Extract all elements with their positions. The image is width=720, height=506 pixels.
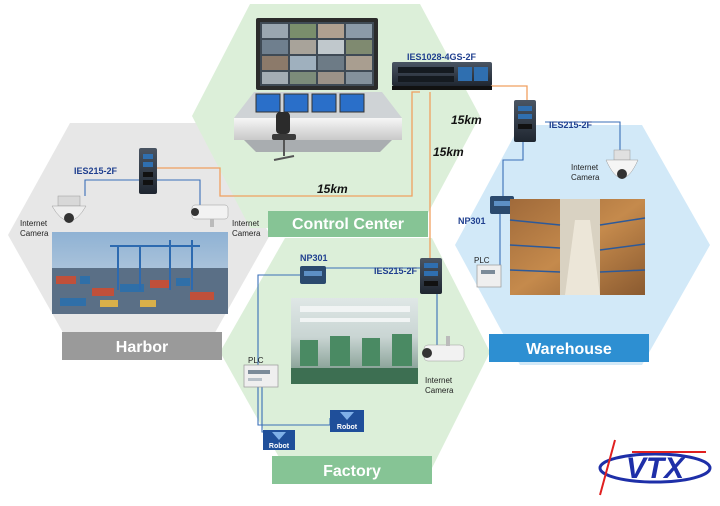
warehouse-cam-label-line2: Camera (571, 173, 600, 182)
factory-cam-label-line1: Internet (425, 376, 453, 385)
harbor-distance-label: 15km (317, 182, 348, 196)
control-center-label: Control Center (292, 216, 404, 233)
robot-1-label: Robot (269, 443, 290, 450)
harbor-photo (52, 232, 228, 314)
core-switch-label: IES1028-4GS-2F (407, 52, 477, 62)
factory-distance-label: 15km (433, 145, 464, 159)
factory-label-bar: Factory (272, 456, 432, 484)
harbor-cam-right-link (148, 179, 201, 205)
warehouse-fiber-link (484, 85, 528, 100)
factory-plc-label: PLC (248, 356, 264, 365)
factory-np301-label: NP301 (300, 253, 328, 263)
factory-switch-ies215 (420, 258, 442, 294)
harbor-cam-left-label-line1: Internet (20, 219, 48, 228)
vtx-logo: VTX (598, 439, 712, 496)
harbor-switch-label: IES215-2F (74, 166, 118, 176)
vtx-logo-text: VTX (626, 452, 686, 485)
warehouse-label-bar: Warehouse (489, 334, 649, 362)
robot-2-label: Robot (337, 424, 358, 431)
video-wall-tiles (262, 24, 372, 84)
warehouse-label: Warehouse (526, 341, 612, 358)
robot-1: Robot (263, 430, 295, 450)
factory-np301-server (300, 266, 326, 284)
warehouse-switch-label: IES215-2F (549, 120, 593, 130)
factory-switch-label: IES215-2F (374, 266, 418, 276)
warehouse-photo (509, 199, 646, 295)
harbor-cam-right-label-line2: Camera (232, 229, 261, 238)
harbor-switch-ies215 (139, 148, 157, 194)
harbor-cam-left-link (84, 179, 140, 196)
warehouse-np301-label: NP301 (458, 216, 486, 226)
warehouse-plc-label: PLC (474, 256, 490, 265)
core-switch-ies1028 (392, 62, 492, 90)
factory-cam-label-line2: Camera (425, 386, 454, 395)
factory-bullet-camera (422, 336, 465, 362)
factory-plc (243, 364, 279, 388)
warehouse-distance-label: 15km (451, 113, 482, 127)
control-room-illustration (234, 18, 402, 161)
harbor-label-bar: Harbor (62, 332, 222, 360)
office-chair (272, 112, 296, 161)
warehouse-dome-camera (605, 149, 639, 179)
warehouse-plc (476, 264, 502, 288)
harbor-label: Harbor (116, 339, 168, 356)
warehouse-switch-ies215 (514, 100, 536, 142)
warehouse-np301-server (490, 196, 514, 214)
console-monitors (255, 93, 365, 113)
factory-plc-link (257, 274, 300, 365)
harbor-cam-right-label-line1: Internet (232, 219, 260, 228)
warehouse-cam-label-line1: Internet (571, 163, 599, 172)
warehouse-np301-link (502, 140, 524, 196)
fiber-links (153, 85, 528, 258)
warehouse-cam-link (545, 121, 621, 150)
harbor-bullet-camera (191, 204, 229, 227)
factory-photo (291, 298, 418, 384)
control-center-label-bar: Control Center (268, 211, 428, 237)
factory-label: Factory (323, 463, 381, 480)
robot-2: Robot (330, 410, 364, 432)
harbor-fiber-link (153, 91, 420, 197)
harbor-dome-camera (51, 195, 87, 223)
harbor-cam-left-label-line2: Camera (20, 229, 49, 238)
